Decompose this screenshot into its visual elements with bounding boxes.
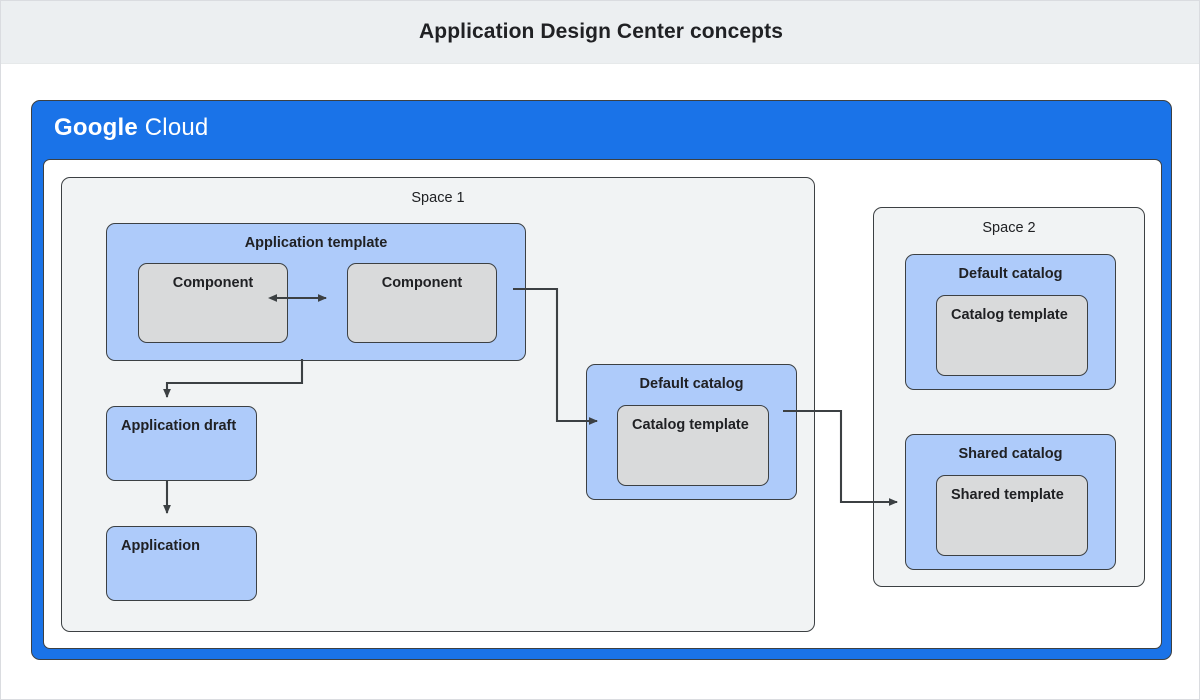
application-box[interactable]: Application <box>106 526 257 601</box>
google-cloud-inner-panel: Space 1 Application template Component C… <box>43 159 1162 649</box>
space-2-container: Space 2 Default catalog Catalog template… <box>873 207 1145 587</box>
logo-cloud-word: Cloud <box>144 114 209 141</box>
logo-google-word: Google <box>54 114 138 141</box>
google-cloud-logo: Google Cloud <box>54 114 208 142</box>
catalog-template-space1-label: Catalog template <box>632 417 749 433</box>
space-2-label: Space 2 <box>982 220 1036 236</box>
component-left-box[interactable]: Component <box>138 263 288 343</box>
default-catalog-space1-box[interactable]: Default catalog Catalog template <box>586 364 797 500</box>
component-right-label: Component <box>381 275 463 291</box>
header-bar: Application Design Center concepts <box>1 1 1199 64</box>
component-left-label: Component <box>172 275 254 291</box>
application-draft-label: Application draft <box>121 418 237 434</box>
google-cloud-frame: Google Cloud Space 1 Application templat… <box>31 100 1172 660</box>
space-1-container: Space 1 Application template Component C… <box>61 177 815 632</box>
shared-template-space2-box[interactable]: Shared template <box>936 475 1088 556</box>
application-draft-box[interactable]: Application draft <box>106 406 257 481</box>
default-catalog-space1-label: Default catalog <box>639 376 744 392</box>
catalog-template-space2-label: Catalog template <box>951 307 1068 323</box>
page-title: Application Design Center concepts <box>419 20 783 43</box>
component-right-box[interactable]: Component <box>347 263 497 343</box>
catalog-template-space2-box[interactable]: Catalog template <box>936 295 1088 376</box>
space-1-label: Space 1 <box>411 190 465 206</box>
application-label: Application <box>121 538 200 554</box>
application-template-box[interactable]: Application template Component Component <box>106 223 526 361</box>
catalog-template-space1-box[interactable]: Catalog template <box>617 405 769 486</box>
shared-catalog-space2-box[interactable]: Shared catalog Shared template <box>905 434 1116 570</box>
shared-template-space2-label: Shared template <box>951 487 1064 503</box>
default-catalog-space2-label: Default catalog <box>958 266 1063 282</box>
application-template-label: Application template <box>244 235 388 251</box>
shared-catalog-space2-label: Shared catalog <box>958 446 1063 462</box>
default-catalog-space2-box[interactable]: Default catalog Catalog template <box>905 254 1116 390</box>
